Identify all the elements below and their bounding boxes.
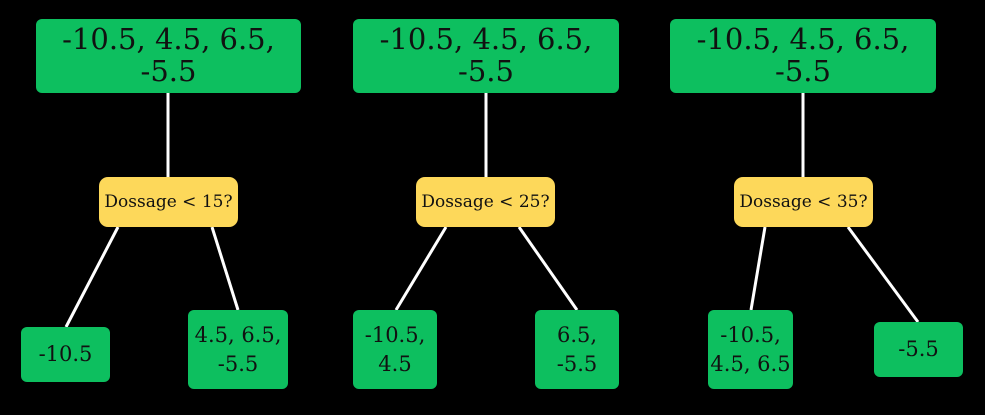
tree3-question-node: Dossage < 35? — [734, 177, 873, 227]
tree1-root-node: -10.5, 4.5, 6.5, -5.5 — [36, 19, 301, 93]
tree2-left-leaf: -10.5, 4.5 — [353, 310, 437, 389]
tree1-question-node: Dossage < 15? — [99, 177, 238, 227]
edge-tree3-question-to-left — [749, 226, 767, 311]
tree1-right-leaf: 4.5, 6.5, -5.5 — [188, 310, 288, 389]
tree2-root-node: -10.5, 4.5, 6.5, -5.5 — [353, 19, 619, 93]
tree1-left-leaf: -10.5 — [21, 327, 110, 382]
edge-tree1-question-to-left — [64, 226, 120, 328]
tree2-right-leaf: 6.5, -5.5 — [535, 310, 619, 389]
edge-tree3-question-to-right — [846, 226, 920, 323]
tree2-question-node: Dossage < 25? — [416, 177, 555, 227]
tree3-right-leaf: -5.5 — [874, 322, 963, 377]
edge-tree2-question-to-left — [394, 226, 448, 311]
edge-tree2-question-to-right — [517, 226, 579, 311]
edge-tree1-question-to-right — [210, 226, 240, 311]
tree3-left-leaf: -10.5, 4.5, 6.5 — [708, 310, 793, 389]
tree3-root-node: -10.5, 4.5, 6.5, -5.5 — [670, 19, 936, 93]
